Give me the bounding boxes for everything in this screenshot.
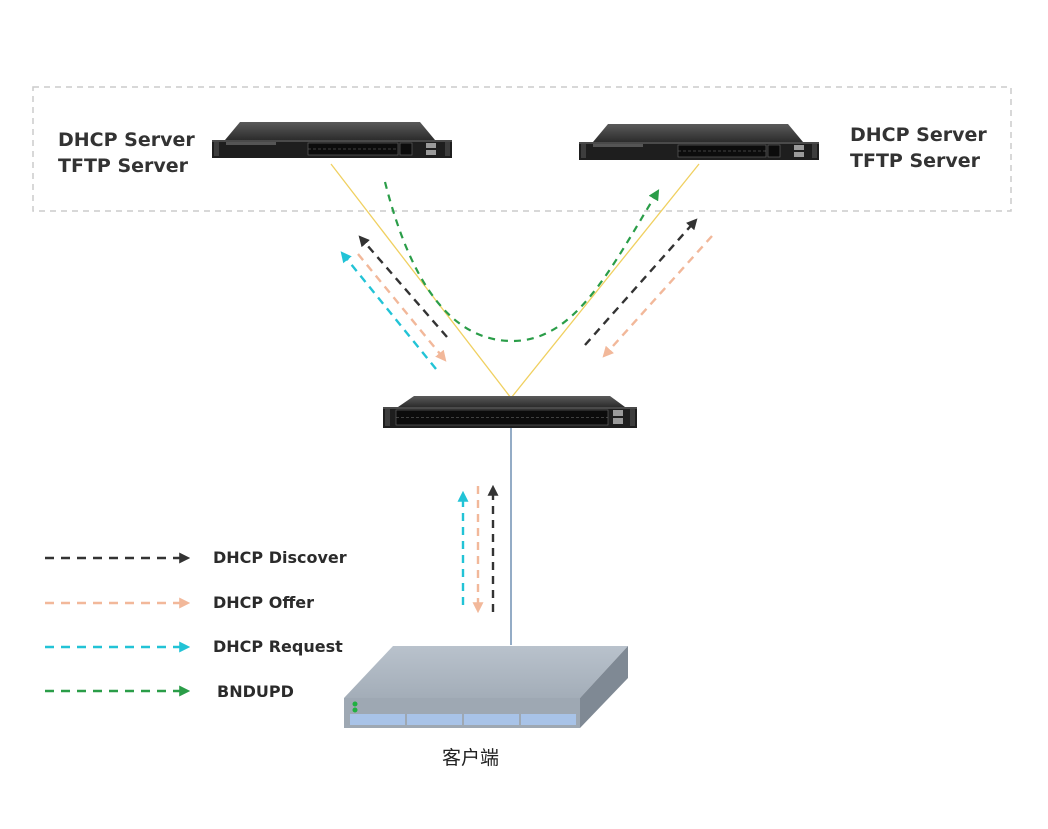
legend-label-request: DHCP Request xyxy=(213,637,343,656)
legend-label-offer: DHCP Offer xyxy=(213,593,315,612)
arrow-offer-from-left-server xyxy=(357,253,447,362)
left-server-label: DHCP Server TFTP Server xyxy=(58,127,195,179)
legend-label-bndupd: BNDUPD xyxy=(217,682,294,701)
left-server-switch xyxy=(212,122,452,158)
arrow-request-to-left-server xyxy=(340,251,437,370)
legend-label-discover: DHCP Discover xyxy=(213,548,347,567)
link-left-server xyxy=(330,163,512,399)
left-server-label-dhcp: DHCP Server xyxy=(58,129,195,151)
server-group-box xyxy=(32,86,1012,212)
right-server-label: DHCP Server TFTP Server xyxy=(850,122,987,174)
left-server-label-tftp: TFTP Server xyxy=(58,155,189,177)
arrow-bndupd-between-servers xyxy=(383,181,660,343)
right-server-label-tftp: TFTP Server xyxy=(850,150,981,172)
client-label: 客户端 xyxy=(442,747,500,769)
arrow-discover-to-left-server xyxy=(358,235,448,338)
client-device xyxy=(344,646,628,728)
link-right-server xyxy=(510,163,700,399)
right-server-switch xyxy=(579,124,819,160)
right-server-label-dhcp: DHCP Server xyxy=(850,124,987,146)
relay-switch xyxy=(383,396,637,428)
